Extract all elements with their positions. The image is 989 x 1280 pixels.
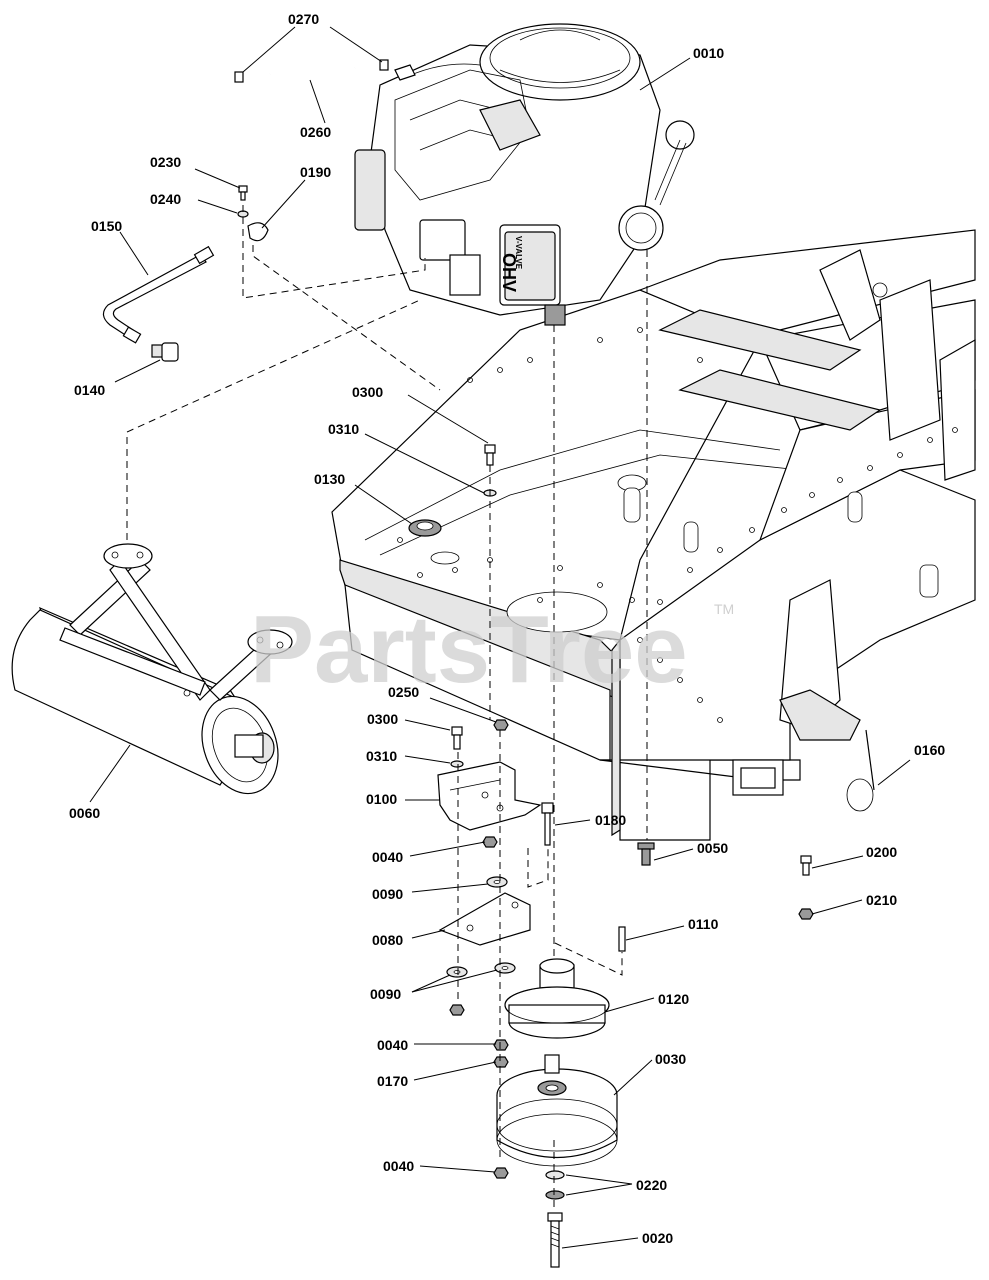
callout-leaders bbox=[89, 26, 911, 1249]
top-hardware bbox=[234, 59, 389, 242]
callout-0030: 0030 bbox=[655, 1051, 686, 1067]
callout-0190: 0190 bbox=[300, 164, 331, 180]
callout-0090-lower: 0090 bbox=[370, 986, 401, 1002]
callout-0240: 0240 bbox=[150, 191, 181, 207]
callout-0170: 0170 bbox=[377, 1073, 408, 1089]
chassis-frame bbox=[331, 229, 976, 841]
callout-0050: 0050 bbox=[697, 840, 728, 856]
callout-0080: 0080 bbox=[372, 932, 403, 948]
fuel-hose bbox=[102, 245, 215, 362]
callout-0230: 0230 bbox=[150, 154, 181, 170]
engine: OHV V-VALVE bbox=[354, 23, 695, 326]
fuel-fitting bbox=[151, 342, 179, 362]
callout-0040-c: 0040 bbox=[383, 1158, 414, 1174]
callout-0110: 0110 bbox=[688, 916, 719, 932]
callout-0300-lower: 0300 bbox=[367, 711, 398, 727]
callout-labels: 0270 0010 0260 0230 0190 0240 0150 0140 … bbox=[69, 11, 945, 1246]
callout-0060: 0060 bbox=[69, 805, 100, 821]
callout-0090-upper: 0090 bbox=[372, 886, 403, 902]
muffler bbox=[11, 543, 293, 795]
callout-0270: 0270 bbox=[288, 11, 319, 27]
callout-0040-a: 0040 bbox=[372, 849, 403, 865]
callout-0300-upper: 0300 bbox=[352, 384, 383, 400]
engine-subtitle-stamp: V-VALVE bbox=[514, 236, 523, 270]
callout-0250: 0250 bbox=[388, 684, 419, 700]
callout-0160: 0160 bbox=[914, 742, 945, 758]
callout-0310-upper: 0310 bbox=[328, 421, 359, 437]
callout-0220: 0220 bbox=[636, 1177, 667, 1193]
callout-0040-b: 0040 bbox=[377, 1037, 408, 1053]
callout-0010: 0010 bbox=[693, 45, 724, 61]
callout-0210: 0210 bbox=[866, 892, 897, 908]
assembly-lines bbox=[126, 205, 648, 1210]
callout-0200: 0200 bbox=[866, 844, 897, 860]
lower-hardware bbox=[408, 444, 875, 1268]
callout-0130: 0130 bbox=[314, 471, 345, 487]
callout-0310-lower: 0310 bbox=[366, 748, 397, 764]
watermark-trademark: TM bbox=[714, 601, 734, 617]
callout-0020: 0020 bbox=[642, 1230, 673, 1246]
callout-0100: 0100 bbox=[366, 791, 397, 807]
callout-0180: 0180 bbox=[595, 812, 626, 828]
callout-0260: 0260 bbox=[300, 124, 331, 140]
callout-0140: 0140 bbox=[74, 382, 105, 398]
watermark-brand: PartsTree bbox=[250, 596, 688, 703]
callout-0120: 0120 bbox=[658, 991, 689, 1007]
engine-model-stamp: OHV bbox=[499, 253, 519, 292]
callout-0150: 0150 bbox=[91, 218, 122, 234]
